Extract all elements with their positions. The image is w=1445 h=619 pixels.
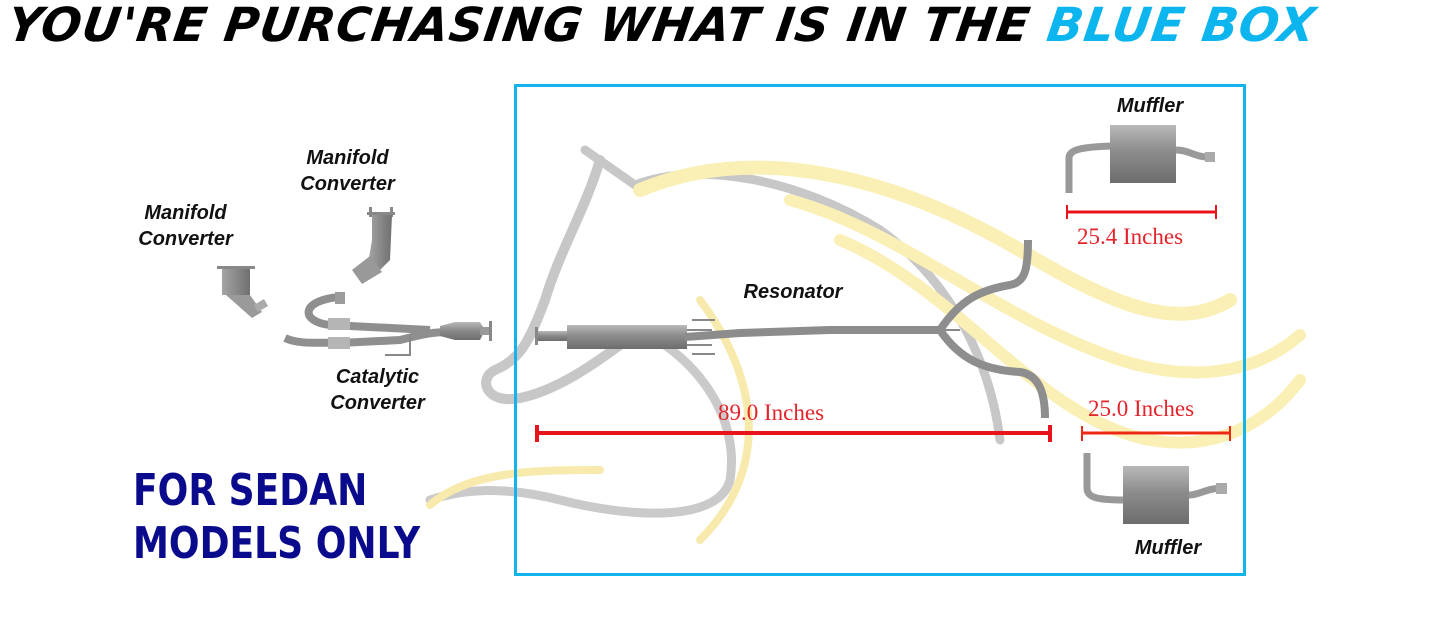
- muffler-bottom-image: [1083, 453, 1227, 524]
- catalytic-converter-pipe-image: [283, 292, 492, 356]
- dimension-line-25-4: [1066, 205, 1217, 219]
- label-manifold-converter-left: Manifold Converter: [118, 200, 253, 252]
- label-line: Manifold: [306, 147, 389, 169]
- label-resonator: Resonator: [743, 281, 843, 303]
- dimension-resonator-pipe: 89.0 Inches: [718, 400, 825, 425]
- label-line: Converter: [330, 392, 425, 414]
- dimension-line-25-0: [1081, 426, 1231, 441]
- label-manifold-converter-right: Manifold Converter: [280, 145, 415, 197]
- label-catalytic-converter: Catalytic Converter: [310, 364, 445, 416]
- resonator-pipe-image: [535, 239, 1049, 419]
- dimension-muffler-top: 25.4 Inches: [1077, 224, 1184, 249]
- label-line: Manifold: [144, 202, 227, 224]
- manifold-converter-right-image: [352, 207, 395, 284]
- sedan-notice-line2: MODELS ONLY: [133, 518, 421, 569]
- muffler-top-image: [1065, 125, 1215, 193]
- manifold-converter-left-image: [217, 266, 269, 318]
- sedan-notice-line1: FOR SEDAN: [133, 465, 368, 516]
- sedan-notice: FOR SEDAN MODELS ONLY: [133, 464, 420, 570]
- label-muffler-bottom: Muffler: [1134, 537, 1202, 559]
- label-line: Catalytic: [335, 366, 420, 388]
- dimension-muffler-bottom: 25.0 Inches: [1088, 396, 1195, 421]
- label-line: Converter: [300, 173, 395, 195]
- included-parts-box: [514, 84, 1246, 576]
- label-muffler-top: Muffler: [1116, 95, 1184, 117]
- horse-watermark-icon: [425, 145, 1306, 544]
- label-line: Converter: [138, 228, 233, 250]
- dimension-line-89: [535, 425, 1052, 442]
